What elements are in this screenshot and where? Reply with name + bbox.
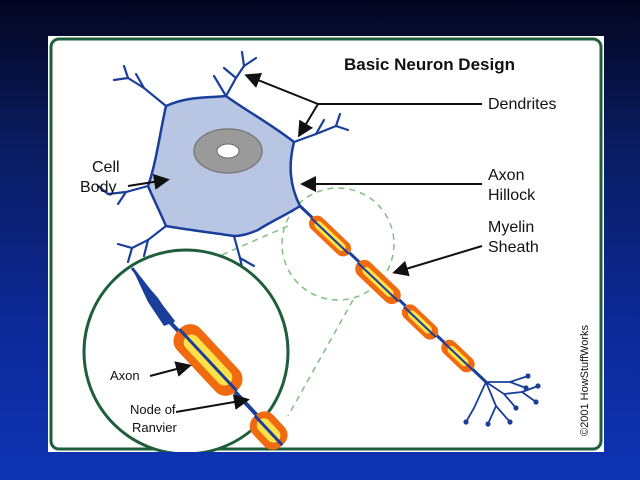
label-axon-hillock-line2: Hillock: [488, 187, 536, 204]
terminal-knobs: [463, 373, 541, 427]
diagram-title: Basic Neuron Design: [344, 55, 515, 74]
label-myelin-sheath-line2: Sheath: [488, 239, 539, 256]
label-dendrites: Dendrites: [488, 96, 556, 113]
label-axon: Axon: [110, 368, 140, 383]
neuron-diagram: Basic Neuron Design Dendrites Cell Body …: [49, 37, 603, 452]
copyright-credit: ©2001 HowStuffWorks: [579, 324, 591, 436]
inset-contents: [130, 267, 288, 450]
nucleolus: [216, 143, 240, 159]
label-pointers: [127, 73, 483, 413]
label-cell-body-line2: Body: [80, 179, 116, 196]
myelin-segments: [308, 215, 475, 373]
label-myelin-sheath-line1: Myelin: [488, 219, 534, 236]
zoom-connector-bottom: [287, 299, 354, 417]
label-node-of-ranvier-line2: Ranvier: [132, 420, 177, 435]
label-node-of-ranvier-line1: Node of: [130, 402, 176, 417]
label-axon-hillock-line1: Axon: [488, 167, 524, 184]
axon-terminals: [465, 375, 539, 425]
diagram-panel: Basic Neuron Design Dendrites Cell Body …: [48, 36, 604, 452]
label-cell-body-line1: Cell: [92, 159, 120, 176]
zoom-guide-circle: [281, 187, 395, 301]
